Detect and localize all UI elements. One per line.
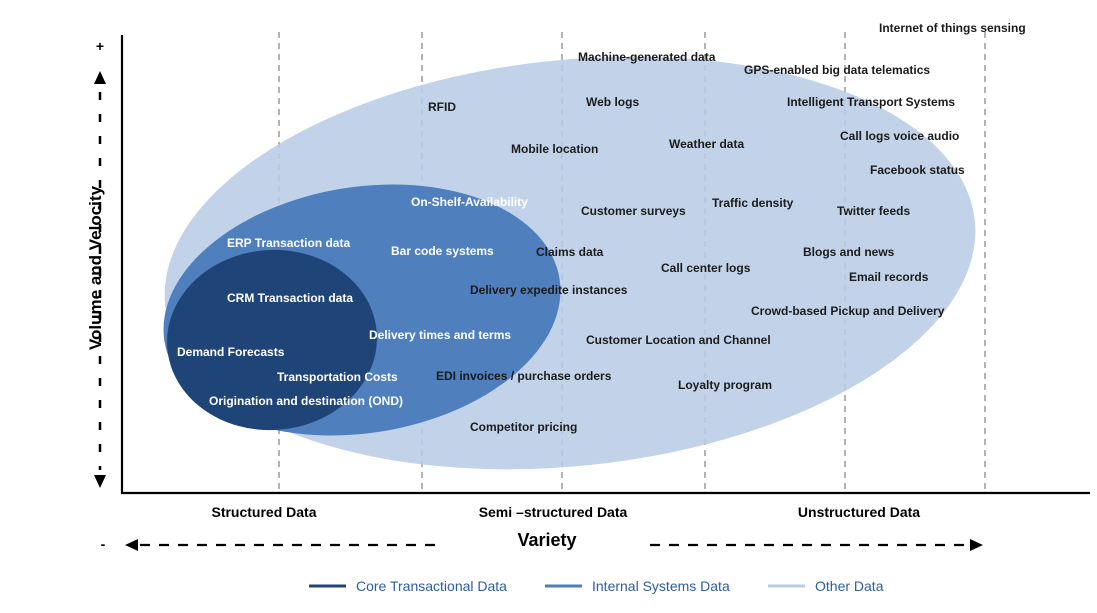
y-arrow-up-head [94, 71, 106, 84]
item-label: Customer Location and Channel [586, 333, 771, 347]
item-label: Call center logs [661, 261, 751, 275]
x-axis-minus: - [101, 536, 106, 552]
axes [94, 35, 1090, 551]
item-label: GPS-enabled big data telematics [744, 63, 930, 77]
item-label: Competitor pricing [470, 420, 577, 434]
item-label: Demand Forecasts [177, 345, 285, 359]
item-label: Web logs [586, 95, 639, 109]
x-arrow-left-head [125, 539, 138, 551]
internal-items: CRM Transaction data Demand Forecasts ER… [177, 195, 528, 408]
item-label: Crowd-based Pickup and Delivery [751, 304, 945, 318]
item-label: Call logs voice audio [840, 129, 959, 143]
core-data-ellipse [167, 249, 377, 431]
y-arrow-down-head [94, 475, 106, 488]
item-label: Email records [849, 270, 929, 284]
item-label: Intelligent Transport Systems [787, 95, 955, 109]
item-label: Blogs and news [803, 245, 895, 259]
item-label: Delivery times and terms [369, 328, 511, 342]
item-label: ERP Transaction data [227, 236, 350, 250]
legend-label-core: Core Transactional Data [356, 578, 507, 594]
x-arrow-right-head [970, 539, 983, 551]
item-label: On-Shelf-Availability [411, 195, 528, 209]
item-label: Customer surveys [581, 204, 686, 218]
item-label: Internet of things sensing [879, 21, 1026, 35]
legend: Core Transactional Data Internal Systems… [309, 578, 884, 594]
legend-label-internal: Internal Systems Data [592, 578, 730, 594]
item-label: Bar code systems [391, 244, 494, 258]
y-axis-plus: + [96, 38, 104, 54]
category-label-unstructured: Unstructured Data [798, 504, 920, 520]
item-label: Delivery expedite instances [470, 283, 628, 297]
item-label: CRM Transaction data [227, 291, 353, 305]
item-label: Twitter feeds [837, 204, 910, 218]
item-label: Traffic density [712, 196, 794, 210]
item-label: Weather data [669, 137, 744, 151]
category-label-semi-structured: Semi –structured Data [479, 504, 628, 520]
item-label: Origination and destination (OND) [209, 394, 403, 408]
item-label: Claims data [536, 245, 604, 259]
item-label: EDI invoices / purchase orders [436, 369, 612, 383]
item-label: Mobile location [511, 142, 598, 156]
x-axis-label: Variety [517, 530, 576, 550]
item-label: Machine-generated data [578, 50, 716, 64]
legend-label-other: Other Data [815, 578, 884, 594]
item-label: Transportation Costs [277, 370, 398, 384]
y-axis-label: Volume and Velocity [86, 185, 105, 350]
category-label-structured: Structured Data [211, 504, 316, 520]
item-label: Loyalty program [678, 378, 772, 392]
other-items: Internet of things sensing Machine-gener… [428, 21, 1026, 434]
item-label: RFID [428, 100, 456, 114]
item-label: Facebook status [870, 163, 965, 177]
